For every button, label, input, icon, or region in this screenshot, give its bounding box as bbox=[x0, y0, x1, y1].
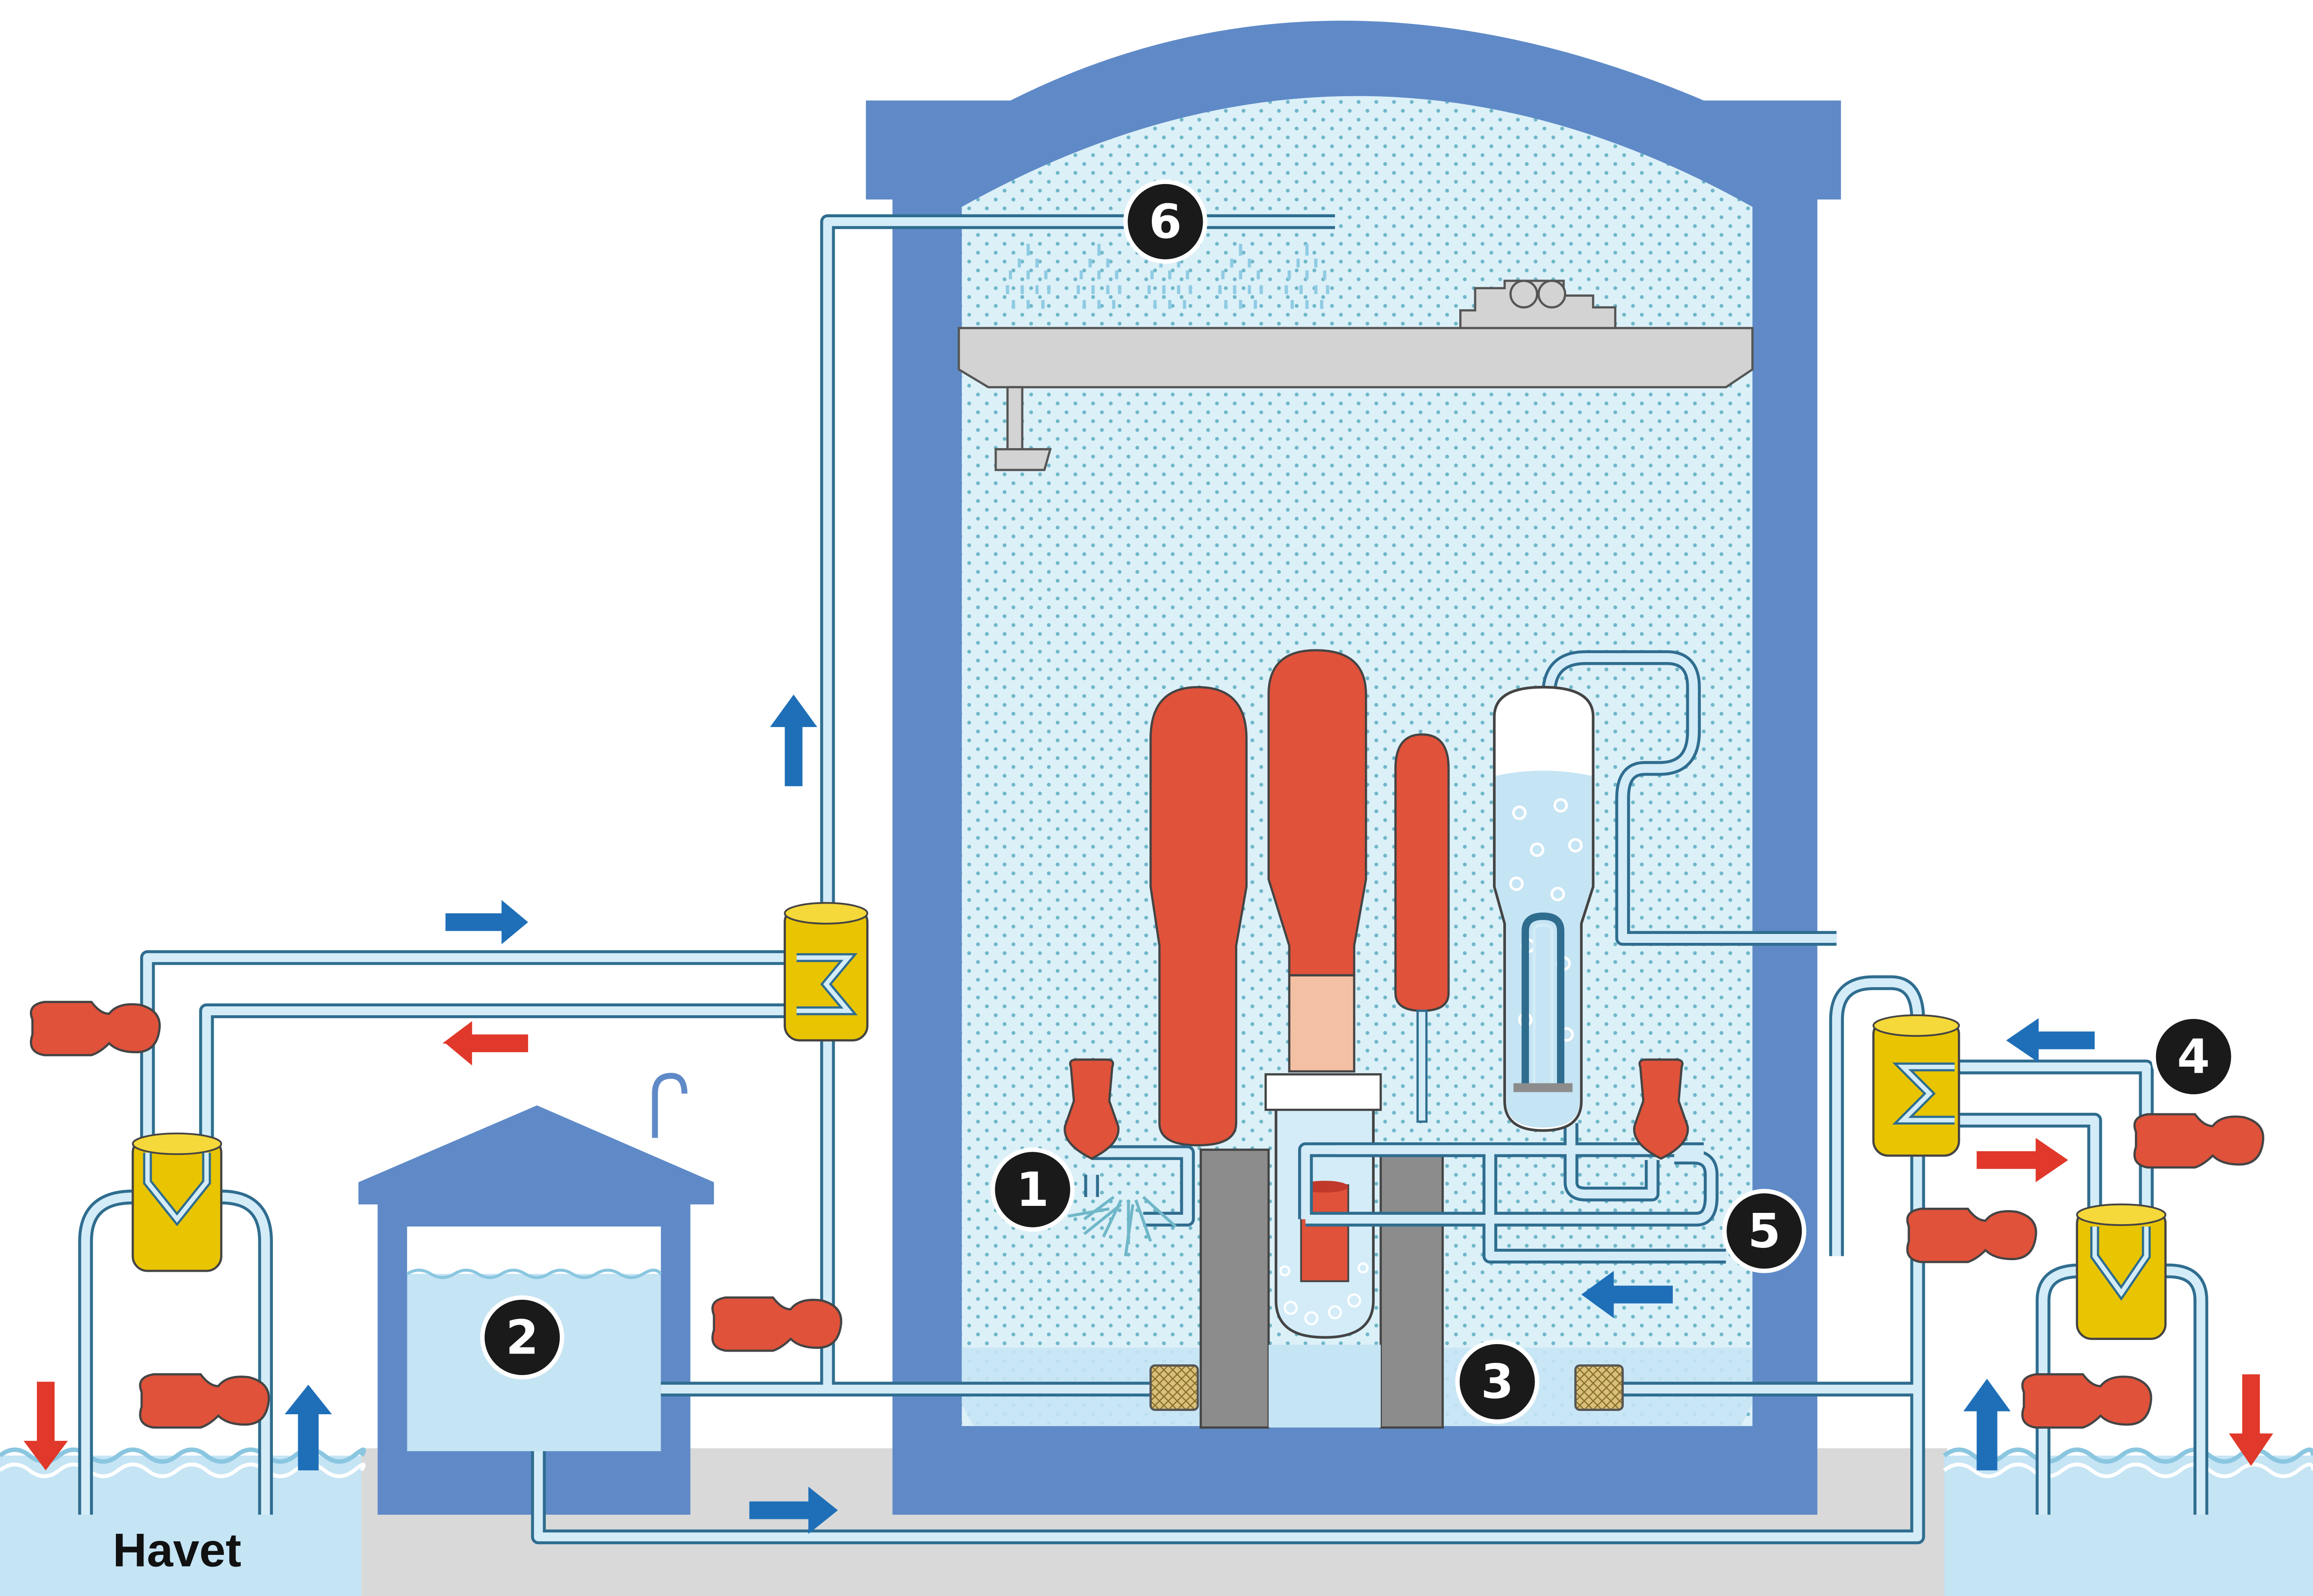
callout-6-label: 6 bbox=[1149, 194, 1182, 249]
heat-exchanger-icon bbox=[1872, 1014, 1960, 1157]
strainer-icon bbox=[1574, 1364, 1624, 1411]
reactor-vessel bbox=[1264, 1073, 1382, 1339]
pump-icon bbox=[139, 1373, 270, 1429]
flow-arrow-icon bbox=[23, 694, 2273, 1534]
callout-2: 2 bbox=[480, 1295, 564, 1380]
pump-icon bbox=[1633, 1058, 1689, 1160]
pump-icon bbox=[29, 1001, 161, 1056]
pump-icon bbox=[2021, 1373, 2152, 1429]
pump-icon bbox=[711, 1296, 842, 1352]
pipe-break-jet bbox=[1068, 1196, 1177, 1256]
steam-generator-center bbox=[1267, 649, 1367, 1073]
primary-piping bbox=[1084, 650, 1837, 1264]
pump-icon bbox=[2133, 1113, 2264, 1169]
condenser-tank bbox=[1493, 685, 1595, 1132]
sea-left bbox=[0, 1447, 366, 1596]
storage-tank-building bbox=[358, 1073, 714, 1515]
heat-exchanger-icon bbox=[131, 1133, 222, 1272]
callout-5: 5 bbox=[1722, 1189, 1806, 1273]
callout-2-label: 2 bbox=[506, 1310, 538, 1365]
sea-label: Havet bbox=[113, 1524, 241, 1577]
pressurizer bbox=[1394, 733, 1450, 1123]
callout-1-label: 1 bbox=[1016, 1162, 1049, 1217]
callout-1: 1 bbox=[990, 1147, 1075, 1232]
callout-3: 3 bbox=[1455, 1340, 1540, 1424]
external-piping bbox=[78, 950, 2208, 1545]
callout-4: 4 bbox=[2151, 1014, 2236, 1099]
callout-6: 6 bbox=[1123, 179, 1207, 264]
heat-exchanger-icon bbox=[784, 902, 869, 1042]
pump-icon bbox=[1906, 1207, 2037, 1263]
callout-5-label: 5 bbox=[1748, 1203, 1780, 1258]
biological-shield bbox=[1199, 1148, 1444, 1429]
spray-nozzle-icon bbox=[1006, 243, 1329, 309]
polar-crane bbox=[957, 279, 1754, 471]
pump-icon bbox=[1064, 1058, 1120, 1160]
steam-generator-left bbox=[1149, 686, 1248, 1147]
heat-exchanger-icon bbox=[2076, 1203, 2167, 1340]
sea-right bbox=[1942, 1447, 2313, 1596]
callout-3-label: 3 bbox=[1481, 1354, 1513, 1409]
strainer-icon bbox=[1149, 1364, 1199, 1411]
callout-4-label: 4 bbox=[2177, 1029, 2210, 1084]
